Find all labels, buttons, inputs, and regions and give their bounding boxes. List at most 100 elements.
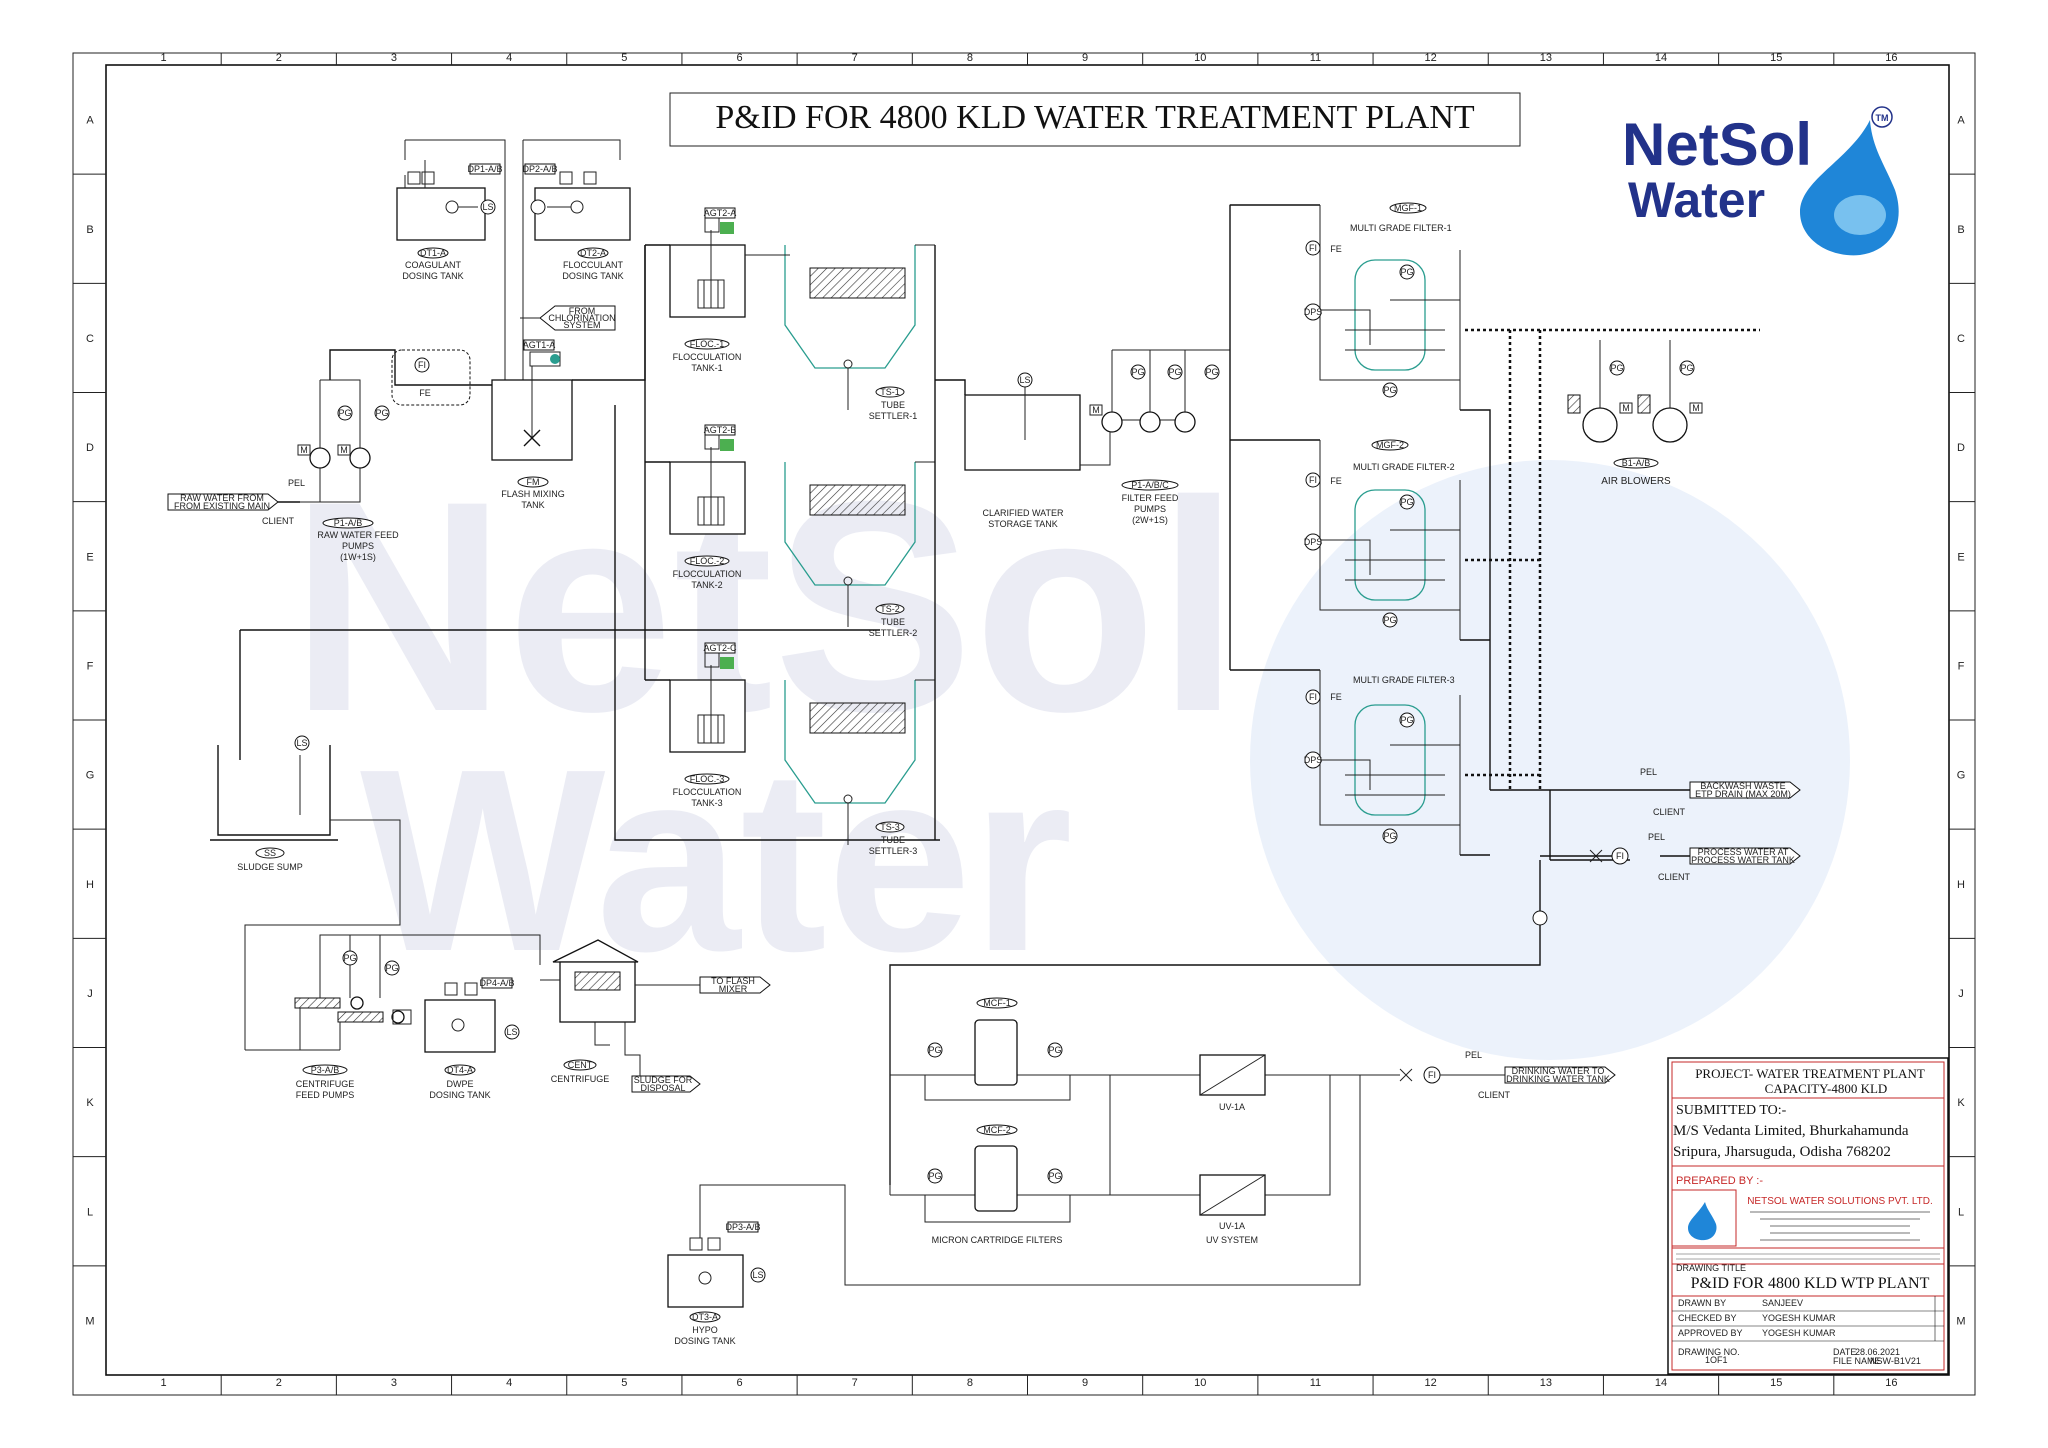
grid-col-label-7: 7 bbox=[852, 52, 858, 64]
grid-row-label-right-F: F bbox=[1958, 660, 1965, 672]
pw-client: CLIENT bbox=[1658, 872, 1691, 882]
drawing-frame: 1122334455667788991010111112121313141415… bbox=[72, 52, 1976, 1396]
tfm-label-1: TO FLASH bbox=[711, 976, 755, 986]
chlor-label-1: FROM bbox=[569, 306, 596, 316]
ab-label: AIR BLOWERS bbox=[1601, 476, 1671, 487]
mgf2-pg-1: PG bbox=[1400, 497, 1413, 507]
title-block: PROJECT- WATER TREATMENT PLANT CAPACITY-… bbox=[1667, 1057, 1949, 1375]
dw-fi: FI bbox=[1428, 1070, 1436, 1080]
grid-col-label-5: 5 bbox=[621, 1377, 627, 1389]
cent-tag: CENT bbox=[568, 1060, 593, 1070]
grid-col-label-15: 15 bbox=[1770, 52, 1782, 64]
mcf2-pg-1: PG bbox=[928, 1171, 941, 1181]
p3-tag: P3-A/B bbox=[311, 1065, 340, 1075]
p1-m1: M bbox=[300, 445, 308, 455]
ts3-tag: TS-3 bbox=[880, 822, 900, 832]
floc3-label-1: FLOCCULATION bbox=[673, 787, 742, 797]
backwash-header bbox=[1460, 409, 1660, 861]
grid-row-label-left-H: H bbox=[86, 879, 94, 891]
raw-water-feed: RAW WATER FROM FROM EXISTING MAIN PEL CL… bbox=[167, 349, 492, 562]
ab-pg-2: PG bbox=[1680, 363, 1693, 373]
tb-project-l2: CAPACITY-4800 KLD bbox=[1765, 1081, 1888, 1096]
ss-tag: SS bbox=[264, 848, 276, 858]
dp1-tag: DP1-A/B bbox=[467, 164, 502, 174]
mgf1-fi: FI bbox=[1309, 243, 1317, 253]
grid-col-label-4: 4 bbox=[506, 52, 512, 64]
pw-label-1: PROCESS WATER AT bbox=[1698, 847, 1789, 857]
dt2-tag: DT2-A bbox=[580, 248, 606, 258]
tb-drawn-by: SANJEEV bbox=[1762, 1298, 1803, 1308]
ffp-pg-2: PG bbox=[1168, 367, 1181, 377]
pw-pel: PEL bbox=[1648, 832, 1665, 842]
grid-row-label-left-A: A bbox=[86, 115, 94, 127]
page-title: P&ID FOR 4800 KLD WATER TREATMENT PLANT bbox=[715, 99, 1475, 136]
ts3-label-1: TUBE bbox=[881, 835, 905, 845]
p1-tag: P1-A/B bbox=[334, 518, 363, 528]
grid-col-label-13: 13 bbox=[1540, 1377, 1552, 1389]
floc2-label-2: TANK-2 bbox=[691, 580, 722, 590]
ffp-m: M bbox=[1092, 405, 1100, 415]
grid-col-label-14: 14 bbox=[1655, 52, 1667, 64]
cent-label: CENTRIFUGE bbox=[551, 1074, 610, 1084]
ffp-label-1: FILTER FEED bbox=[1122, 493, 1179, 503]
p3-label-1: CENTRIFUGE bbox=[296, 1079, 355, 1089]
tfm-label-2: MIXER bbox=[719, 984, 748, 994]
mgf2-tag: MGF-2 bbox=[1376, 440, 1404, 450]
dt3-tag: DT3-A bbox=[692, 1312, 718, 1322]
floc1-tag: FLOC.-1 bbox=[690, 339, 725, 349]
tb-drawing-no-label: DRAWING NO. bbox=[1678, 1347, 1740, 1357]
chlor-label-2: CHLORINATION bbox=[548, 313, 615, 323]
agt2b-tag: AGT2-B bbox=[704, 425, 737, 435]
grid-row-label-right-J: J bbox=[1958, 988, 1964, 1000]
dt4-label-2: DOSING TANK bbox=[429, 1090, 490, 1100]
dt4-tag: DT4-A bbox=[447, 1065, 473, 1075]
mgf2-pg-2: PG bbox=[1383, 615, 1396, 625]
grid-col-label-15: 15 bbox=[1770, 1377, 1782, 1389]
cw-ls: LS bbox=[1019, 375, 1030, 385]
ss-ls: LS bbox=[296, 738, 307, 748]
grid-col-label-3: 3 bbox=[391, 1377, 397, 1389]
grid-col-label-11: 11 bbox=[1310, 52, 1321, 64]
raw-label-2: FROM EXISTING MAIN bbox=[174, 501, 270, 511]
grid-col-label-12: 12 bbox=[1425, 52, 1437, 64]
mgf1-dps: DPS bbox=[1304, 307, 1323, 317]
logo-drop-icon bbox=[1800, 120, 1899, 256]
grid-col-label-8: 8 bbox=[967, 52, 973, 64]
tb-prepared-label: PREPARED BY :- bbox=[1676, 1175, 1763, 1187]
tb-logo-drop-icon bbox=[1688, 1202, 1717, 1241]
centrifuge-feed-pumps: PG PG P3-A/B CENTRIFUGE FEED PUMPS bbox=[245, 934, 541, 1100]
grid-row-label-left-K: K bbox=[86, 1097, 94, 1109]
tb-client-l1: M/S Vedanta Limited, Bhurkahamunda bbox=[1673, 1123, 1909, 1139]
p1-label-2: PUMPS bbox=[342, 541, 374, 551]
logo-water: Water bbox=[1628, 172, 1765, 228]
mgf3-fe: FE bbox=[1330, 692, 1342, 702]
p1-label-1: RAW WATER FEED bbox=[317, 530, 399, 540]
floc-feed-header bbox=[614, 244, 940, 841]
title-box: P&ID FOR 4800 KLD WATER TREATMENT PLANT bbox=[669, 92, 1521, 147]
grid-col-label-10: 10 bbox=[1194, 52, 1206, 64]
ts1-label-2: SETTLER-1 bbox=[869, 411, 918, 421]
grid-row-label-right-G: G bbox=[1957, 770, 1966, 782]
dp3-tag: DP3-A/B bbox=[725, 1222, 760, 1232]
floc1-label-2: TANK-1 bbox=[691, 363, 722, 373]
ss-label: SLUDGE SUMP bbox=[237, 862, 303, 872]
dt4-label-1: DWPE bbox=[447, 1079, 474, 1089]
multi-grade-filter-3: MULTI GRADE FILTER-3 FI FE DPS PG PG bbox=[1304, 670, 1461, 855]
grid-row-label-right-K: K bbox=[1957, 1097, 1965, 1109]
ts1-label-1: TUBE bbox=[881, 400, 905, 410]
flocculant-dosing-tank: DP2-A/B DT2-A FLOCCULANT DOSING TANK bbox=[522, 139, 631, 380]
hypo-dosing-tank: LS DP3-A/B DT3-A HYPO DOSING TANK bbox=[667, 1075, 1361, 1346]
grid-row-label-right-C: C bbox=[1957, 333, 1965, 345]
chlor-label-3: SYSTEM bbox=[563, 320, 600, 330]
coagulant-dosing-tank: LS DP1-A/B DT1-A COAGULANT DOSING TANK bbox=[396, 139, 506, 380]
grid-col-label-13: 13 bbox=[1540, 52, 1552, 64]
grid-row-label-right-M: M bbox=[1956, 1315, 1965, 1327]
mgf2-fe: FE bbox=[1330, 476, 1342, 486]
grid-row-label-right-L: L bbox=[1958, 1206, 1964, 1218]
p3-label-2: FEED PUMPS bbox=[296, 1090, 355, 1100]
agt1-tag: AGT1-A bbox=[523, 340, 556, 350]
dt3-label-2: DOSING TANK bbox=[674, 1336, 735, 1346]
watermark-netsol: NetSol bbox=[290, 438, 1240, 774]
grid-col-label-11: 11 bbox=[1310, 1377, 1321, 1389]
dw-pel: PEL bbox=[1465, 1050, 1482, 1060]
